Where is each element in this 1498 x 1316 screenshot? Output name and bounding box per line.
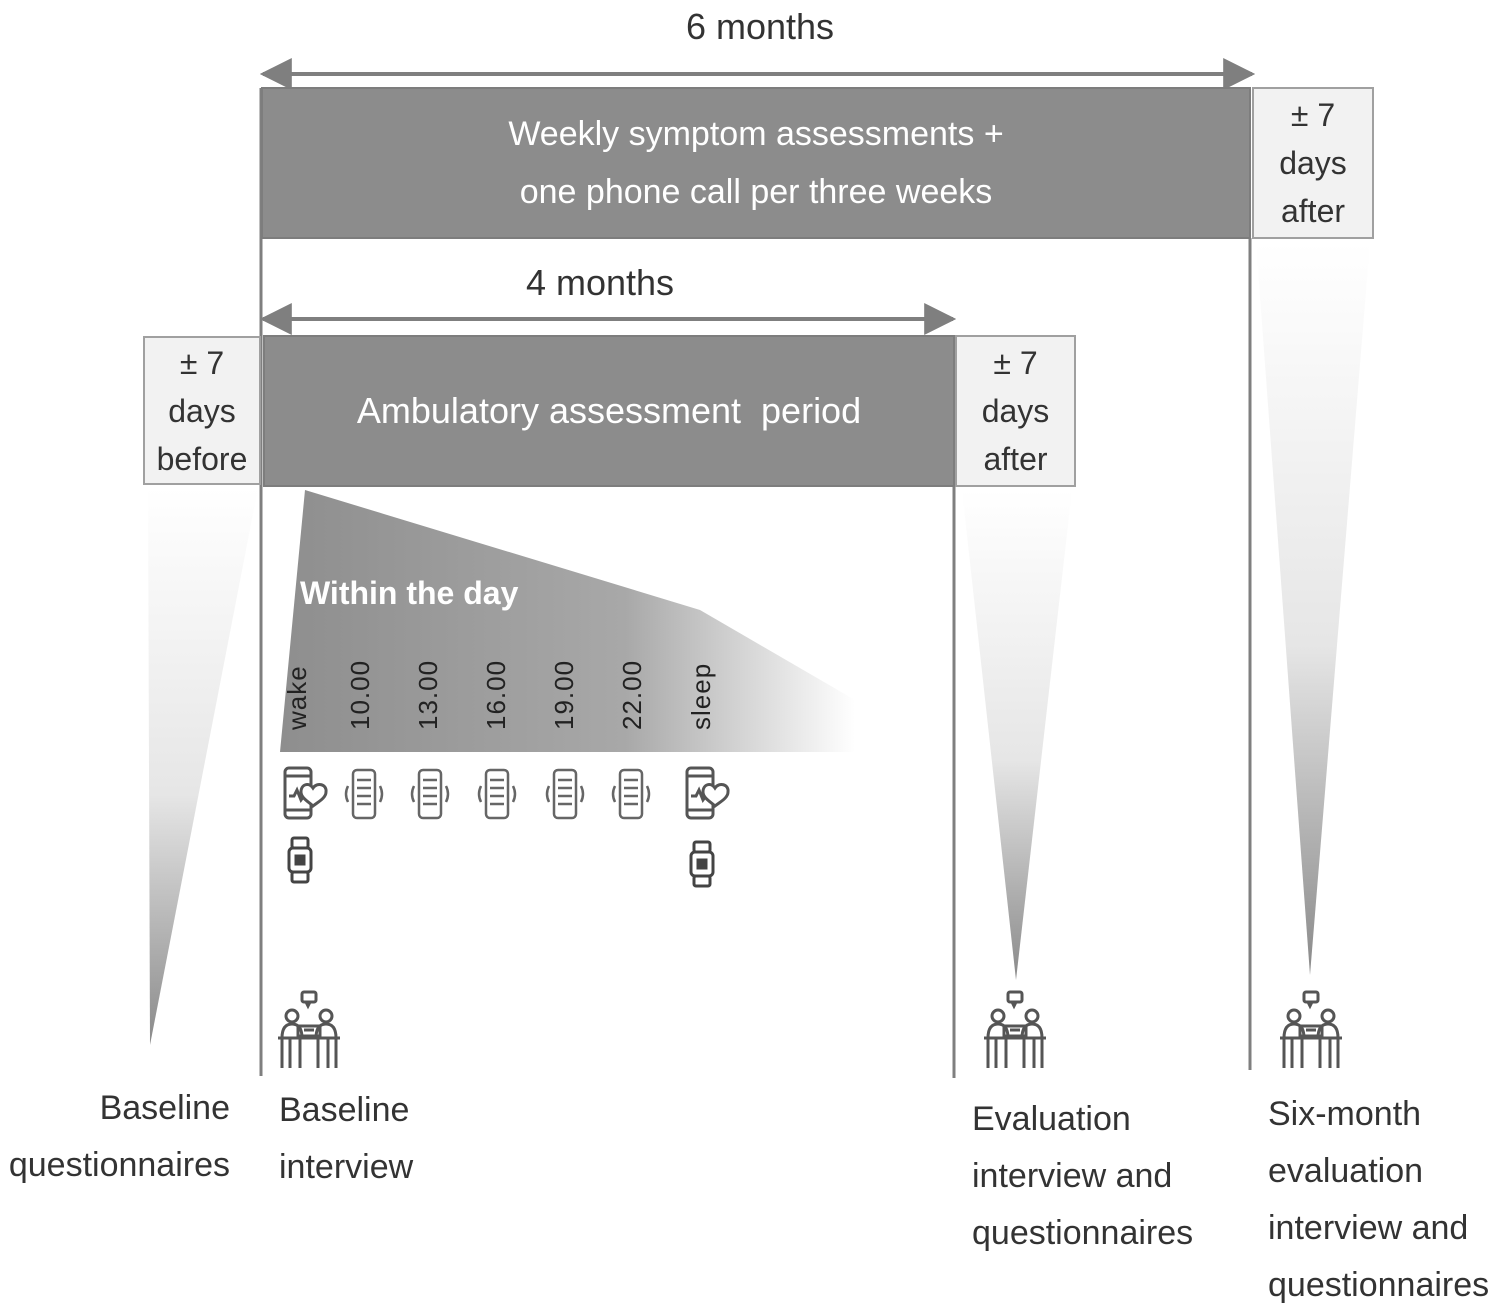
- time-label-1000: 10.00: [345, 659, 375, 730]
- within-day-title: Within the day: [300, 575, 519, 611]
- window-line: after: [1280, 193, 1346, 229]
- weekly-line-1: Weekly symptom assessments +: [508, 115, 1004, 153]
- label-line: questionnaires: [1268, 1266, 1490, 1304]
- six-month-cone: [1256, 242, 1370, 975]
- window-line: days: [168, 392, 236, 429]
- four-month-after-window-box: ± 7 days after: [955, 335, 1076, 487]
- baseline-questionnaire-cone: [148, 488, 258, 1045]
- window-line: days: [1279, 145, 1347, 181]
- four-months-label: 4 months: [525, 262, 675, 303]
- window-line: after: [983, 441, 1048, 477]
- time-label-2200: 22.00: [617, 659, 647, 730]
- window-line: ± 7: [179, 344, 225, 381]
- weekly-line-2: one phone call per three weeks: [519, 173, 993, 211]
- label-line: Six-month: [1268, 1095, 1422, 1133]
- window-line: before: [156, 440, 248, 477]
- six-month-after-window-box: ± 7 days after: [1252, 87, 1374, 239]
- window-line: days: [981, 393, 1050, 429]
- weekly-assessment-box: Weekly symptom assessments + one phone c…: [261, 87, 1251, 239]
- ambulatory-label: Ambulatory assessment period: [356, 390, 862, 431]
- within-day-wedge: [280, 490, 855, 752]
- ambulatory-period-box: Ambulatory assessment period: [263, 335, 955, 487]
- baseline-questionnaires-label: Baseline questionnaires: [0, 1080, 230, 1194]
- evaluation-label: Evaluation interview and questionnaires: [972, 1091, 1193, 1262]
- window-line: ± 7: [1290, 97, 1336, 133]
- label-line: interview and: [1268, 1209, 1469, 1247]
- time-label-1600: 16.00: [481, 659, 511, 730]
- label-line: questionnaires: [972, 1214, 1194, 1252]
- evaluation-cone: [962, 490, 1072, 980]
- label-line: Baseline: [99, 1089, 230, 1127]
- six-months-label: 6 months: [685, 6, 835, 47]
- label-line: interview and: [972, 1157, 1173, 1195]
- time-label-sleep: sleep: [686, 662, 716, 730]
- window-line: ± 7: [993, 345, 1038, 381]
- label-line: Baseline: [279, 1091, 410, 1129]
- label-line: evaluation: [1268, 1152, 1424, 1190]
- label-line: questionnaires: [8, 1146, 230, 1184]
- six-month-evaluation-label: Six-month evaluation interview and quest…: [1268, 1086, 1489, 1314]
- time-label-1900: 19.00: [549, 659, 579, 730]
- baseline-interview-label: Baseline interview: [279, 1082, 413, 1196]
- time-label-1300: 13.00: [413, 659, 443, 730]
- before-window-box: ± 7 days before: [143, 336, 261, 485]
- label-line: Evaluation: [972, 1100, 1131, 1138]
- time-label-wake: wake: [282, 665, 312, 730]
- label-line: interview: [279, 1148, 414, 1186]
